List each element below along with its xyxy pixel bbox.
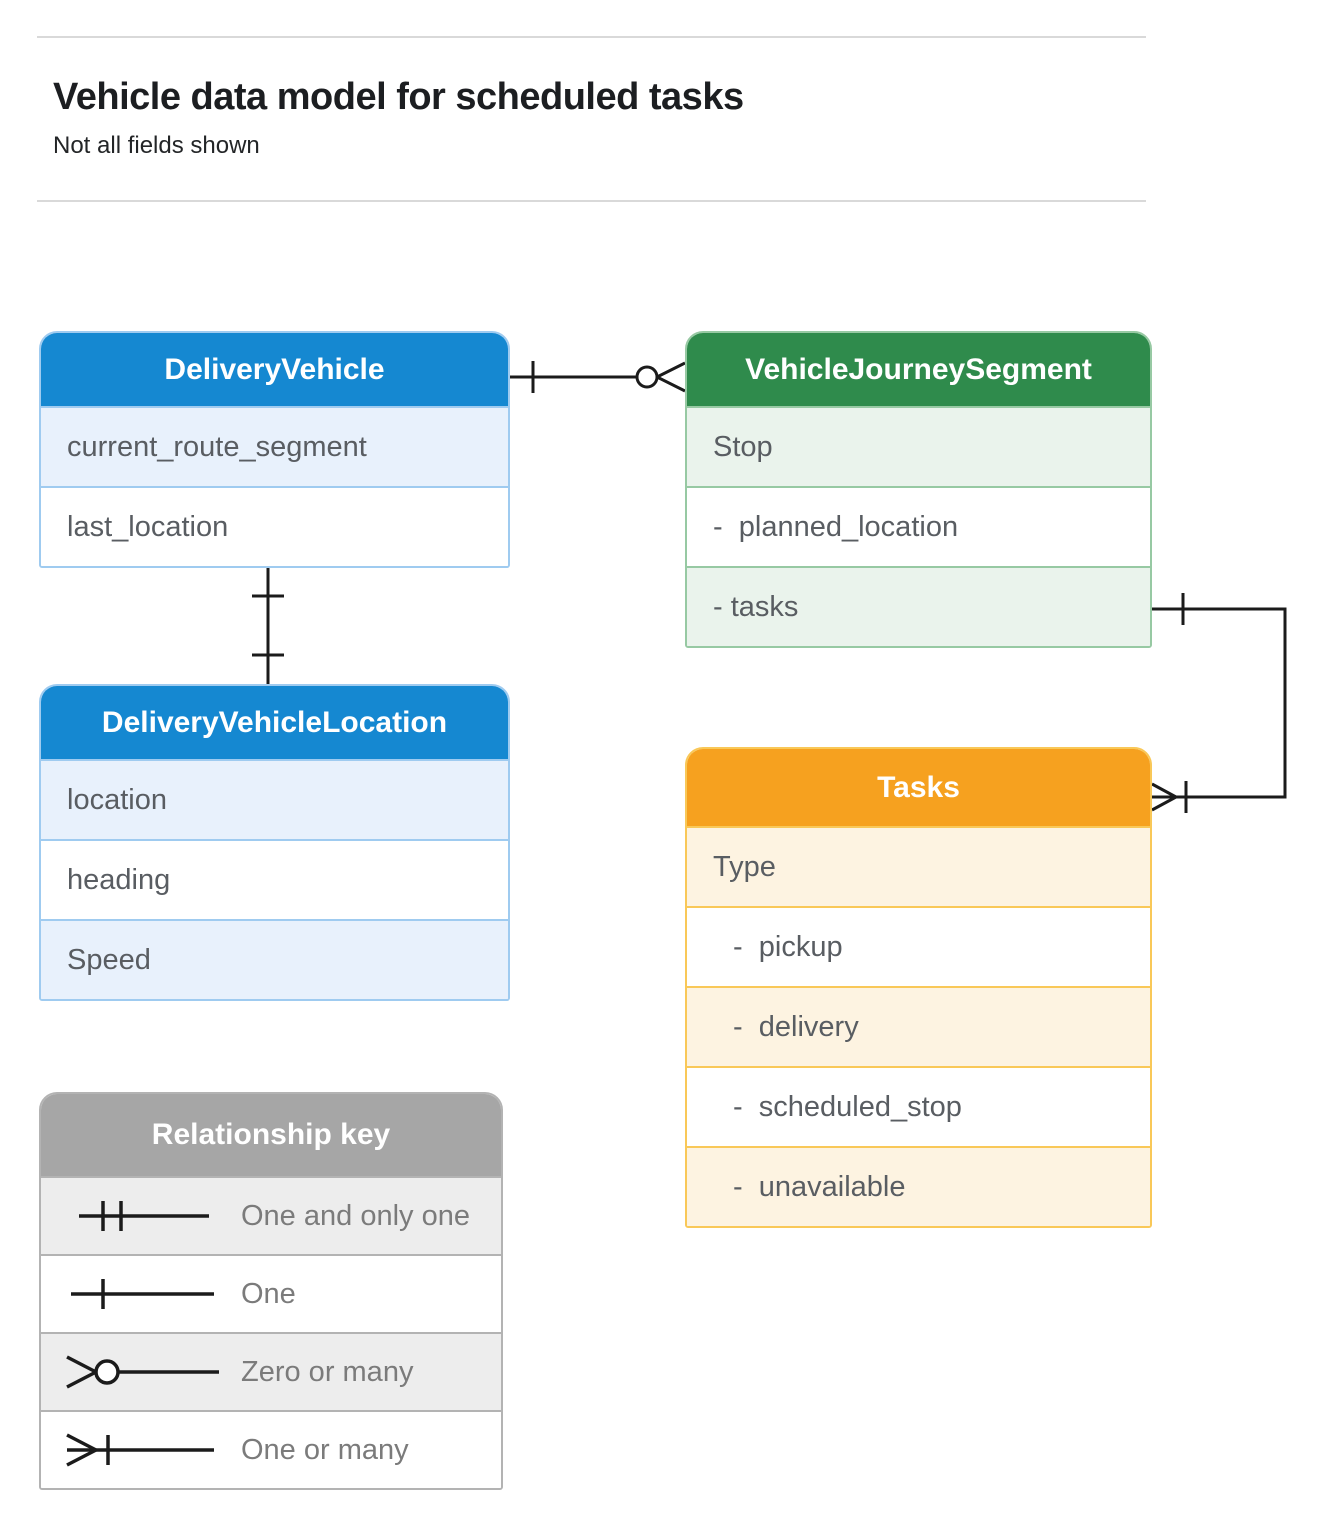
- entity-deliveryvehiclelocation: DeliveryVehicleLocation location heading…: [39, 684, 510, 1001]
- entity-vehiclejourneysegment-title: VehicleJourneySegment: [687, 333, 1150, 406]
- field-tasks: - tasks: [687, 566, 1150, 646]
- divider-top: [37, 36, 1146, 38]
- field-location: location: [41, 759, 508, 839]
- field-scheduled-stop: - scheduled_stop: [687, 1066, 1150, 1146]
- field-current-route-segment: current_route_segment: [41, 406, 508, 486]
- field-delivery: - delivery: [687, 986, 1150, 1066]
- key-label: One: [241, 1277, 296, 1310]
- one-icon: [71, 1279, 214, 1309]
- entity-tasks: Tasks Type - pickup - delivery - schedul…: [685, 747, 1152, 1228]
- entity-deliveryvehiclelocation-title: DeliveryVehicleLocation: [41, 686, 508, 759]
- field-unavailable: - unavailable: [687, 1146, 1150, 1226]
- entity-deliveryvehicle: DeliveryVehicle current_route_segment la…: [39, 331, 510, 568]
- entity-deliveryvehicle-title: DeliveryVehicle: [41, 333, 508, 406]
- key-label: One and only one: [241, 1199, 470, 1232]
- one-or-many-icon: [66, 1433, 214, 1467]
- page-subtitle: Not all fields shown: [53, 132, 260, 159]
- entity-vehiclejourneysegment: VehicleJourneySegment Stop - planned_loc…: [685, 331, 1152, 648]
- key-row-one: One: [41, 1254, 501, 1332]
- key-label: Zero or many: [241, 1355, 414, 1388]
- key-row-one-or-many: One or many: [41, 1410, 501, 1488]
- connector-deliveryvehicle-to-vehiclejourneysegment: [510, 361, 686, 393]
- key-label: One or many: [241, 1433, 409, 1466]
- entity-tasks-title: Tasks: [687, 749, 1150, 826]
- divider-bottom: [37, 200, 1146, 202]
- relationship-key: Relationship key One and only one One: [39, 1092, 503, 1490]
- key-row-one-and-only-one: One and only one: [41, 1176, 501, 1254]
- one-and-only-one-icon: [79, 1201, 209, 1231]
- key-row-zero-or-many: Zero or many: [41, 1332, 501, 1410]
- field-type: Type: [687, 826, 1150, 906]
- field-planned-location: - planned_location: [687, 486, 1150, 566]
- field-stop: Stop: [687, 406, 1150, 486]
- relationship-key-title: Relationship key: [41, 1094, 501, 1176]
- page-title: Vehicle data model for scheduled tasks: [53, 76, 744, 118]
- zero-or-many-icon: [66, 1355, 219, 1389]
- connector-deliveryvehicle-to-deliveryvehiclelocation: [252, 568, 284, 684]
- field-heading: heading: [41, 839, 508, 919]
- connector-vehiclejourneysegment-to-tasks: [1151, 593, 1287, 813]
- field-last-location: last_location: [41, 486, 508, 566]
- field-pickup: - pickup: [687, 906, 1150, 986]
- field-speed: Speed: [41, 919, 508, 999]
